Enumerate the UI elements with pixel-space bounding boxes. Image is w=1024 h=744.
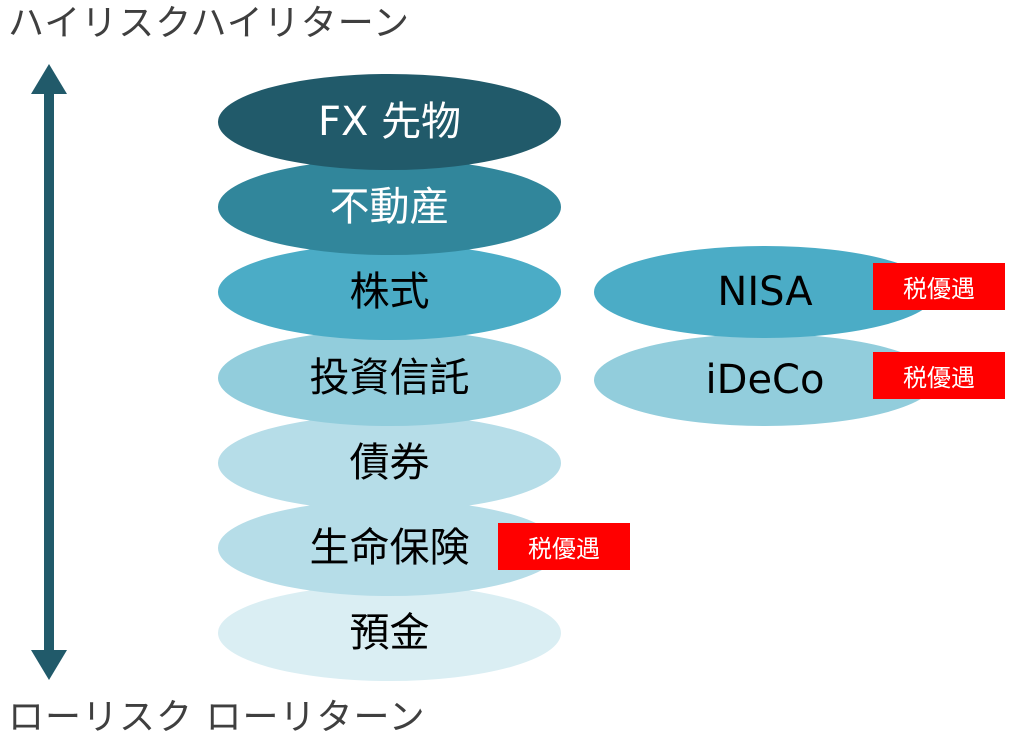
tax-benefit-badge-ideco: 税優遇: [873, 352, 1005, 399]
risk-scale-arrow-icon: [31, 64, 67, 680]
tax-program-label: NISA: [717, 269, 813, 315]
tax-benefit-badge-nisa: 税優遇: [873, 263, 1005, 310]
risk-level-label: 投資信託: [309, 355, 470, 401]
risk-level-deposits: 預金: [218, 585, 561, 681]
tax-program-ideco: iDeCo: [594, 334, 936, 426]
risk-level-fx-futures: FX 先物: [218, 74, 561, 170]
risk-level-label: 債券: [349, 440, 430, 486]
risk-level-label: 株式: [349, 269, 430, 315]
risk-level-real-estate: 不動産: [218, 159, 561, 255]
risk-level-stocks: 株式: [218, 244, 561, 340]
risk-level-label: FX 先物: [317, 99, 462, 145]
risk-level-label: 預金: [349, 610, 430, 656]
risk-level-investment-trusts: 投資信託: [218, 330, 561, 426]
low-risk-low-return-label: ローリスク ローリターン: [8, 697, 426, 738]
high-risk-high-return-label: ハイリスクハイリターン: [8, 3, 410, 44]
tax-program-label: iDeCo: [705, 357, 825, 403]
risk-level-label: 不動産: [329, 184, 450, 230]
risk-level-bonds: 債券: [218, 415, 561, 511]
tax-benefit-badge-life-insurance: 税優遇: [498, 523, 630, 570]
risk-level-label: 生命保険: [309, 525, 470, 571]
